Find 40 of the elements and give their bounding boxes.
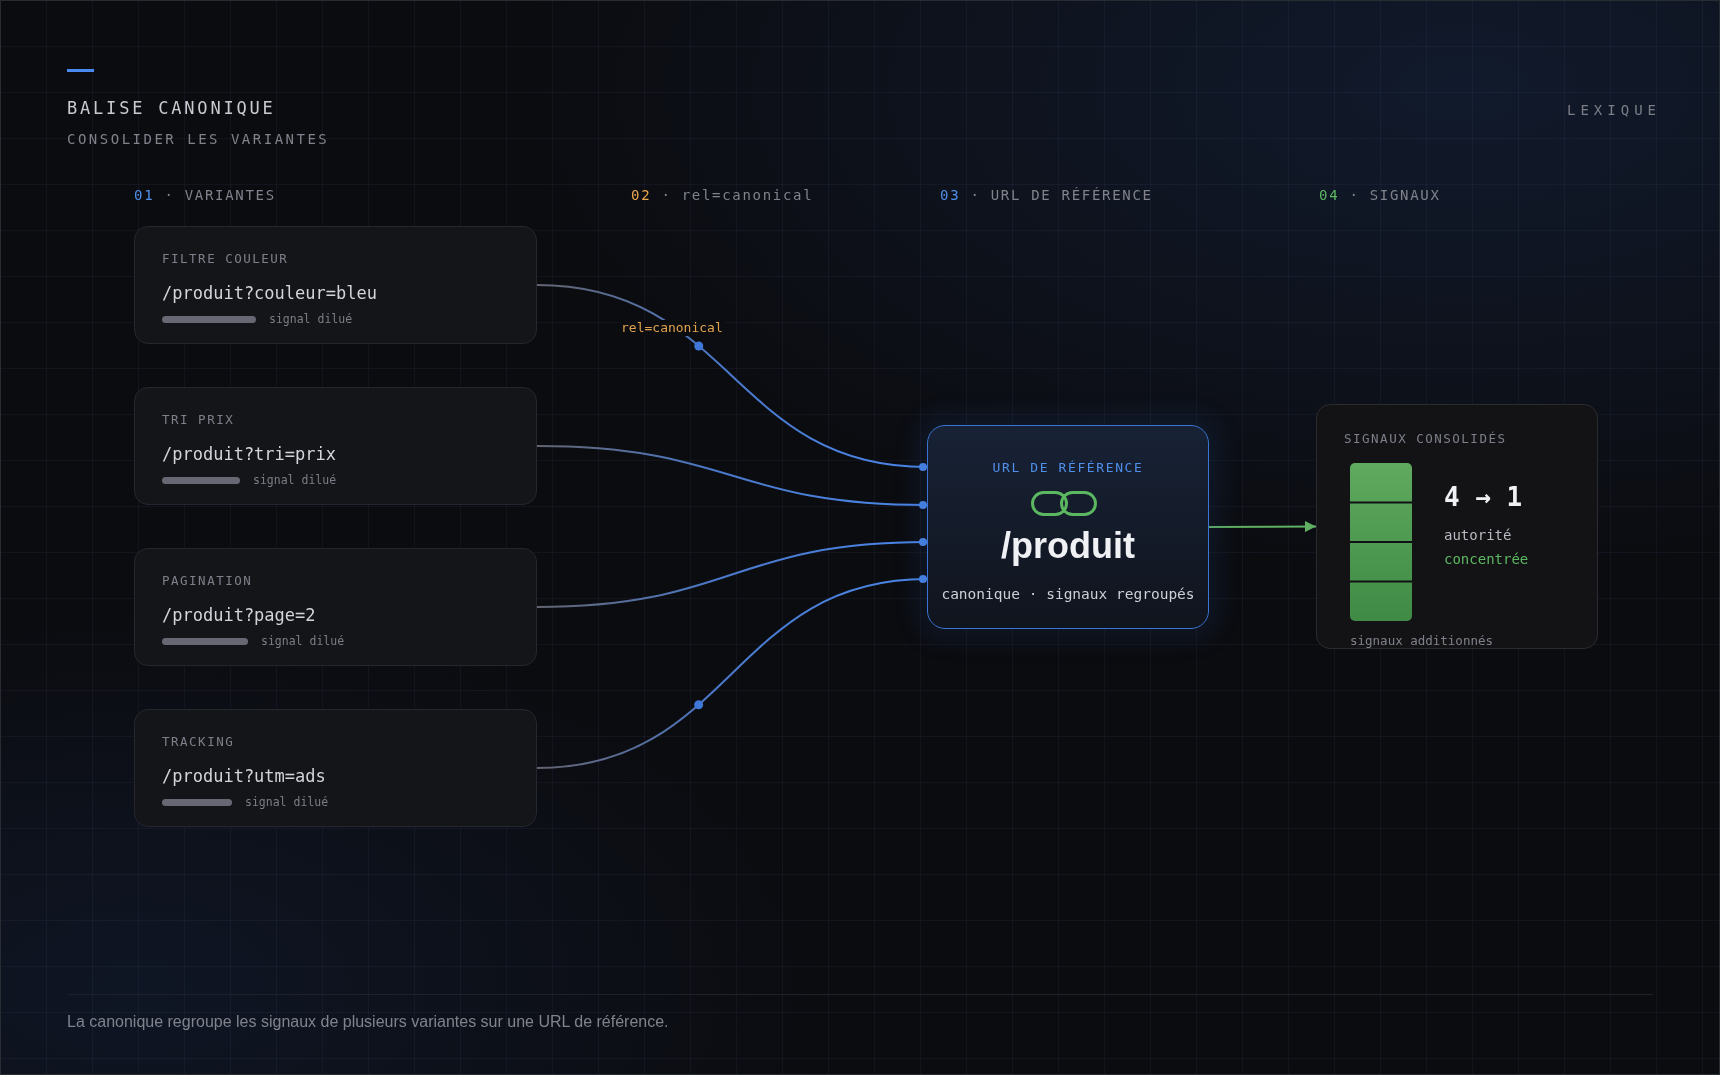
column-header: 03 · URL DE RÉFÉRENCE [940,186,1153,204]
connector-line [536,445,928,509]
url-text: /produit?tri=prix [162,443,336,465]
caption: La canonique regroupe les signaux de plusieurs variantes sur une URL de référence. [67,1012,669,1032]
signals-card [1316,404,1598,649]
card-label: FILTRE COULEUR [162,251,289,267]
signal-note: signal dilué [269,311,353,327]
column-header: 02 · rel=canonical [631,186,814,204]
card-label: PAGINATION [162,573,253,589]
arrow [1208,521,1317,533]
signal-note: signal dilué [253,472,337,488]
signal-note: signal dilué [245,794,329,810]
edge-label: rel=canonical [619,320,725,336]
metric-label: autorité [1444,526,1512,544]
url-heading: /produit [1001,526,1135,566]
url-text: /produit?utm=ads [162,765,326,787]
canonical-card [927,425,1209,629]
variant-card [134,226,537,344]
connector-line [536,575,928,769]
signal-note: signal dilué [261,633,345,649]
variant-card [134,709,537,827]
subtitle: CONSOLIDER LES VARIANTES [67,130,330,148]
url-text: /produit?couleur=bleu [162,282,377,304]
connector-line [536,538,928,608]
title: BALISE CANONIQUE [67,98,276,118]
card-label: TRACKING [162,734,235,750]
column-header: 04 · SIGNAUX [1319,186,1441,204]
metric-value: concentrée [1444,550,1529,568]
variant-card [134,387,537,505]
card-label: SIGNAUX CONSOLIDÉS [1344,431,1507,447]
url-text: /produit?page=2 [162,604,316,626]
url-caption: canonique · signaux regroupés [941,585,1195,603]
corner-label: LEXIQUE [1567,101,1661,119]
connector-line [536,284,928,471]
ratio-text: 4 → 1 [1444,481,1523,513]
variant-card [134,548,537,666]
column-header: 01 · VARIANTES [134,186,276,204]
card-label: TRI PRIX [162,412,235,428]
section-label: URL DE RÉFÉRENCE [992,460,1144,476]
card-footnote: signaux additionnés [1350,633,1493,649]
